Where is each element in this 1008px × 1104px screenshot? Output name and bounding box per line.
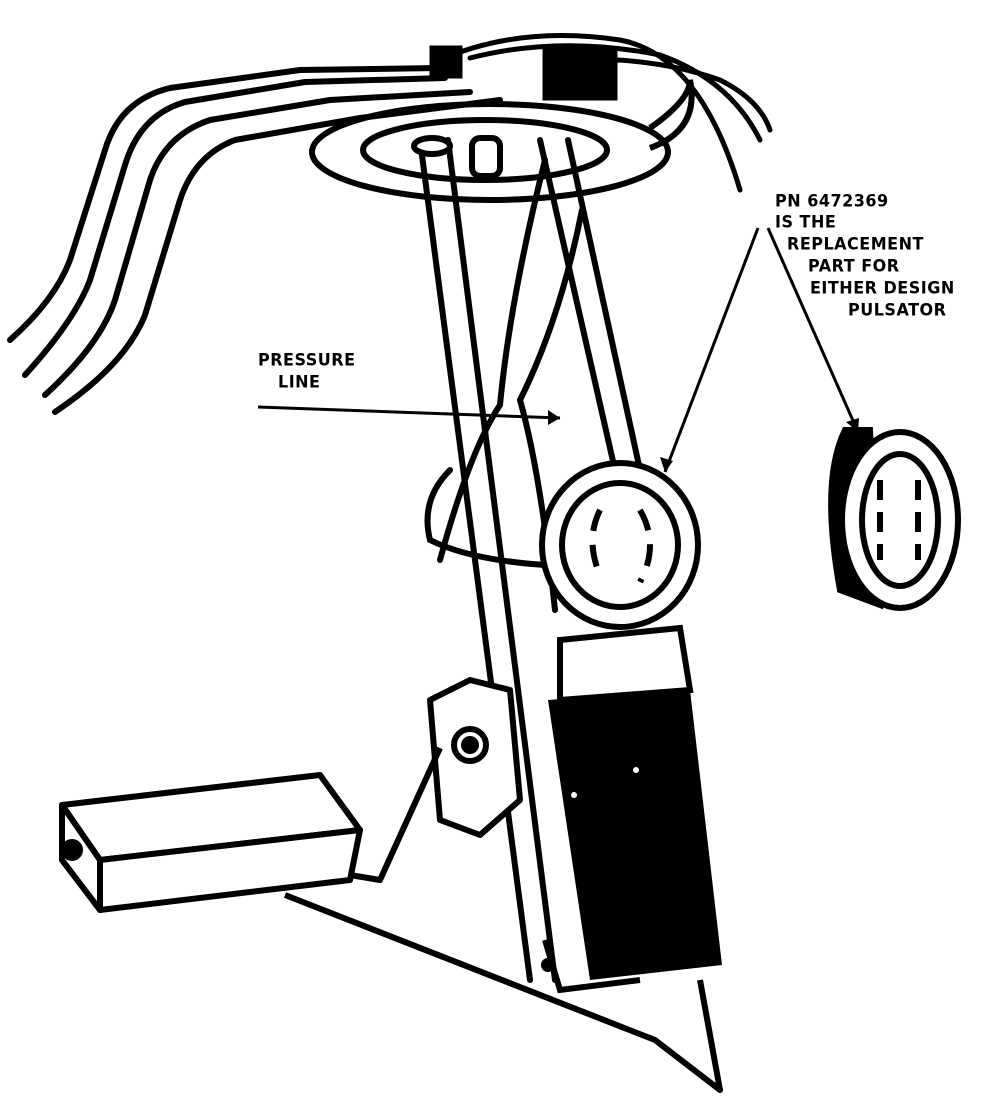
part-number-label-line3: REPLACEMENT <box>787 233 924 254</box>
pickup-tubes <box>411 135 643 983</box>
pn-arrowhead-replacement <box>846 418 859 432</box>
part-number-label-line4: PART FOR <box>808 255 900 276</box>
part-number-label-line5: EITHER DESIGN <box>810 277 955 298</box>
mounting-flange <box>309 79 695 203</box>
pressure-line-label: PRESSURE <box>258 349 356 370</box>
pressure-arrowhead <box>548 410 560 425</box>
leader-lines <box>257 227 860 473</box>
pn-arrowhead-installed <box>660 457 673 472</box>
pn-leader-replacement <box>766 227 860 433</box>
fuel-pump <box>541 624 722 994</box>
part-number-label-line2: IS THE <box>775 211 837 232</box>
part-number-label: PN 6472369 <box>775 190 889 211</box>
pn-leader-installed <box>663 227 760 473</box>
sender-unit <box>349 677 523 883</box>
replacement-pulsator <box>828 427 961 611</box>
fuel-hoses <box>7 65 503 415</box>
pressure-line-label-2: LINE <box>278 371 321 392</box>
float <box>59 772 363 913</box>
pulsator-installed <box>539 460 701 630</box>
pressure-line-leader <box>257 405 561 420</box>
part-number-label-line6: PULSATOR <box>848 299 947 320</box>
wire-harness <box>429 33 773 193</box>
bottom-bracket <box>283 892 723 1093</box>
